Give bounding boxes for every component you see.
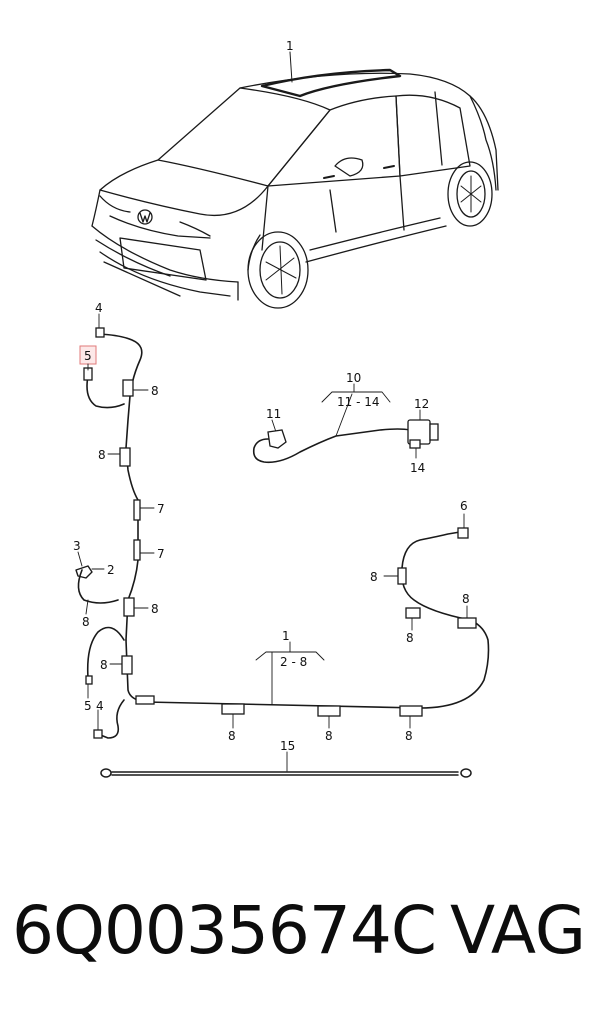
- callout-11: 11: [266, 407, 281, 421]
- sensor-connector: [75, 565, 93, 579]
- callout-8-j: 8: [405, 729, 413, 743]
- callout-8-b: 8: [98, 448, 106, 462]
- callout-8-f: 8: [462, 592, 470, 606]
- sub-harness-connectors: [267, 419, 439, 449]
- callout-3: 3: [73, 539, 81, 553]
- callout-7-a: 7: [157, 502, 165, 516]
- callout-5-top: 5: [84, 349, 92, 363]
- callout-7-b: 7: [157, 547, 165, 561]
- part-number: 6Q0035674C: [12, 892, 437, 969]
- callout-4-top: 4: [95, 301, 103, 315]
- callout-8-g: 8: [406, 631, 414, 645]
- callout-8-a: 8: [151, 384, 159, 398]
- sub-harness-10: [252, 383, 421, 464]
- callout-15: 15: [280, 739, 295, 753]
- parts-diagram: 1: [73, 39, 499, 778]
- callout-4-bottom: 4: [96, 699, 104, 713]
- leader-lines: [77, 313, 468, 731]
- leader-line: [289, 51, 293, 83]
- brand-label: VAG: [449, 892, 586, 969]
- callout-12: 12: [414, 397, 429, 411]
- callout-8-i: 8: [325, 729, 333, 743]
- callout-6: 6: [460, 499, 468, 513]
- callout-10: 10: [346, 371, 361, 385]
- callout-2: 2: [107, 563, 115, 577]
- main-wiring-harness: [77, 333, 490, 739]
- callout-1-top: 1: [286, 39, 294, 53]
- callout-11-14: 11 - 14: [337, 395, 380, 409]
- callout-8-d: 8: [82, 615, 90, 629]
- car-illustration: [91, 68, 499, 309]
- callout-8-d2: 8: [100, 658, 108, 672]
- harness-clips: [83, 327, 477, 739]
- ground-strap-15: [100, 751, 472, 778]
- callout-1-mid: 1: [282, 629, 290, 643]
- callout-2-8: 2 - 8: [280, 655, 307, 669]
- callout-8-e: 8: [370, 570, 378, 584]
- callout-8-c: 8: [151, 602, 159, 616]
- callout-5-bottom: 5: [84, 699, 92, 713]
- callout-14: 14: [410, 461, 425, 475]
- callout-8-h: 8: [228, 729, 236, 743]
